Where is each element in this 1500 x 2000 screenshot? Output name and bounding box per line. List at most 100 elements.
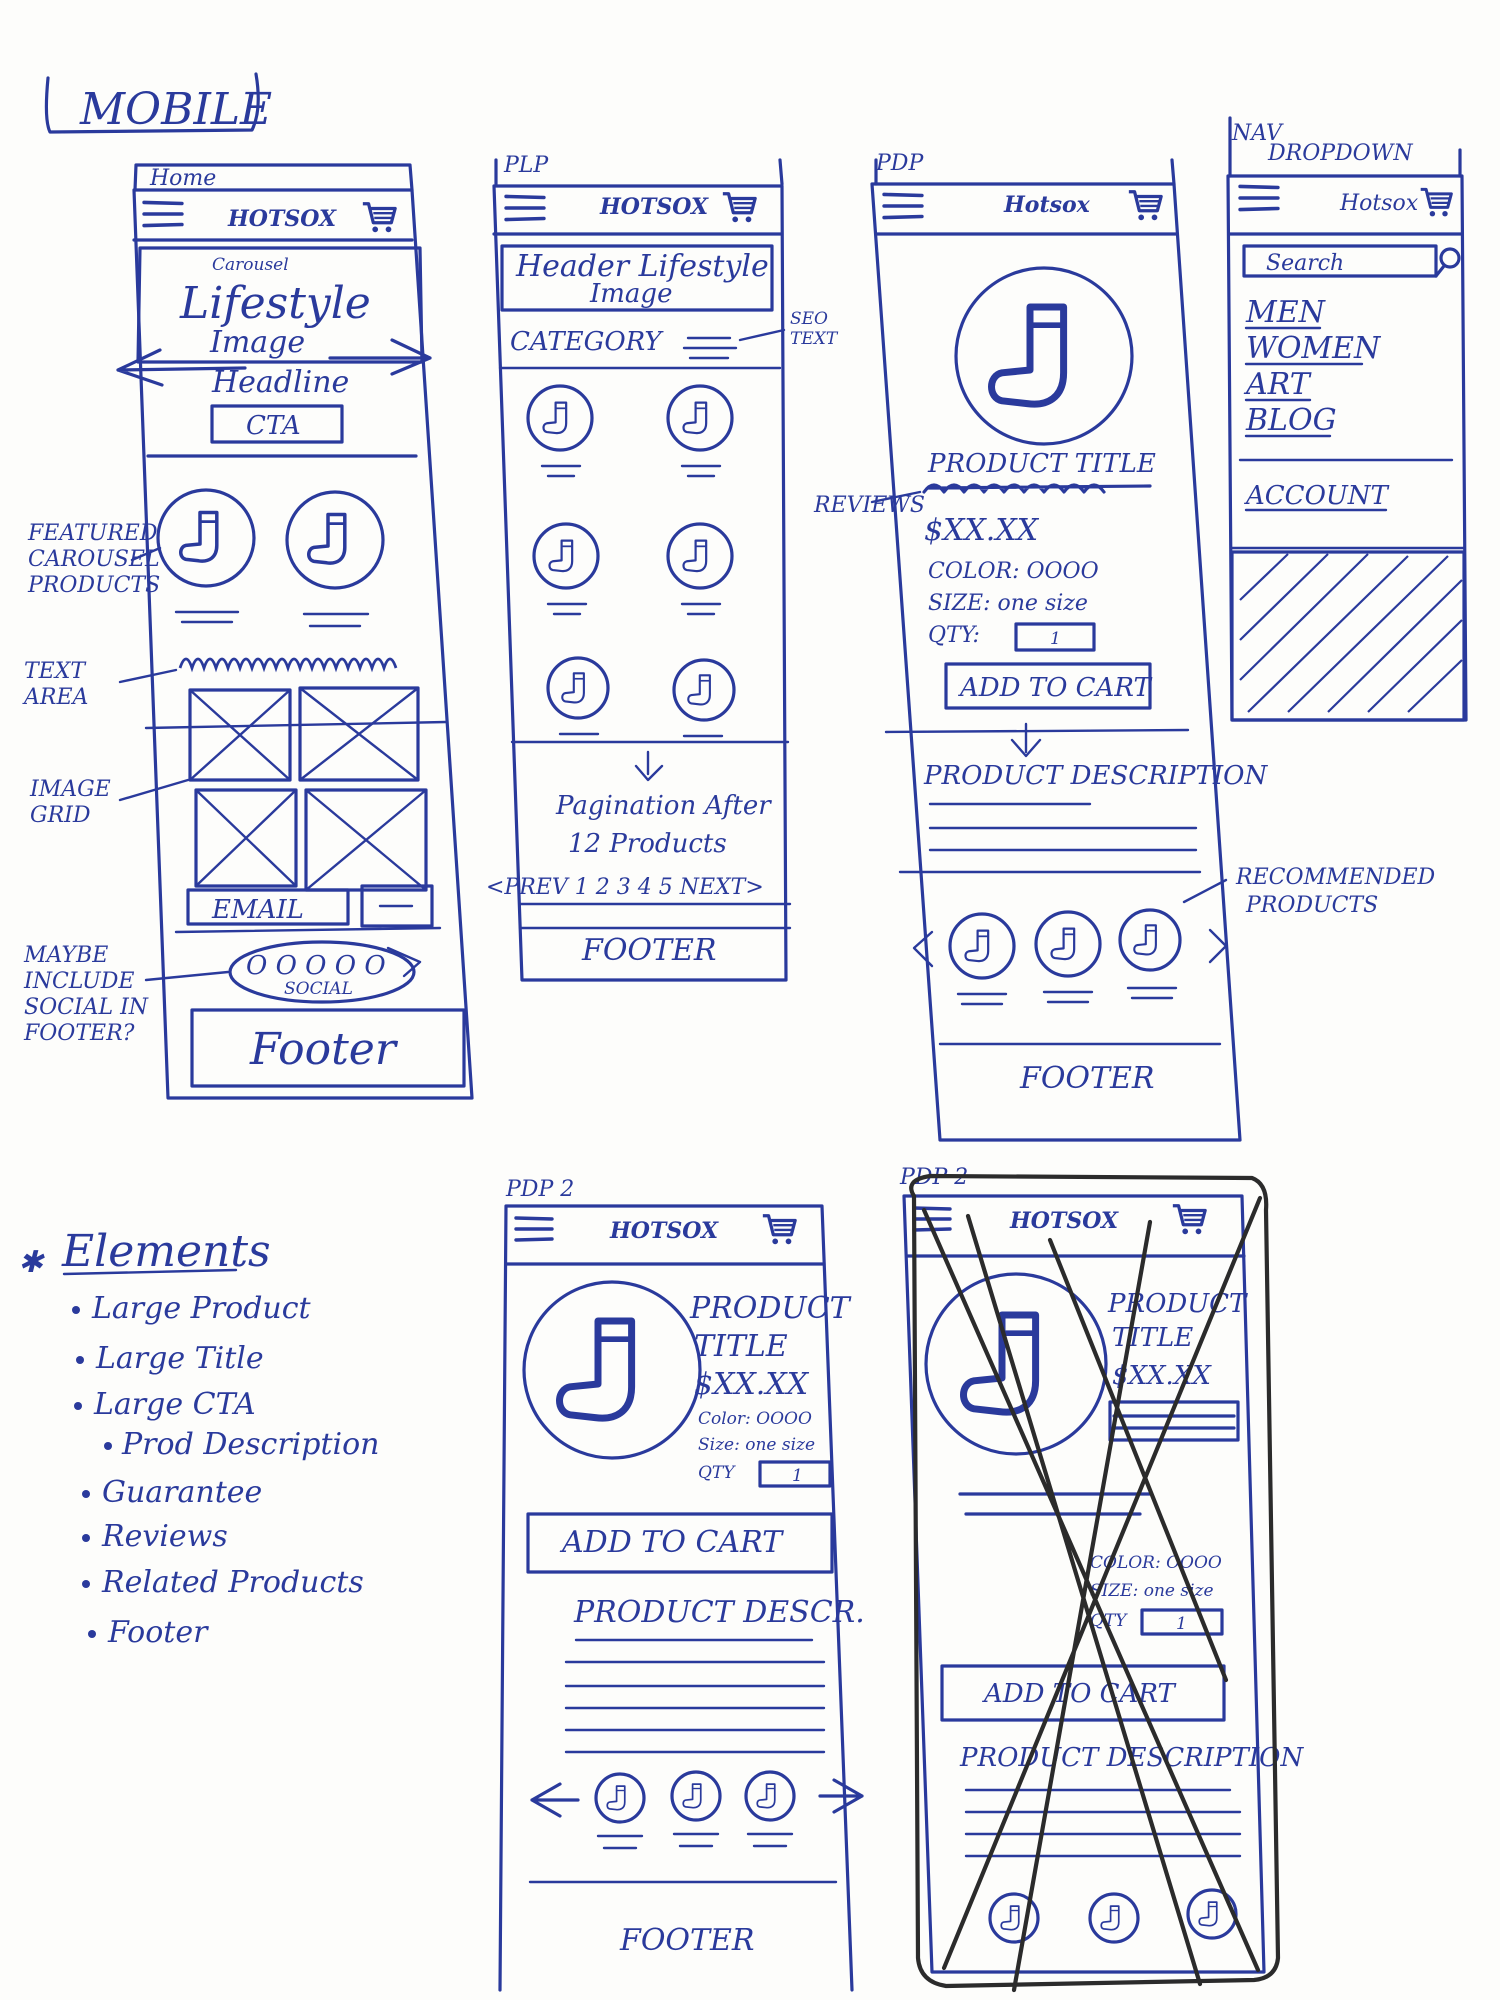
pdp2-product-title-1: PRODUCT	[689, 1291, 852, 1326]
pdp2-price: $XX.XX	[694, 1367, 810, 1402]
nav-brand: Hotsox	[1339, 191, 1419, 216]
featured-product-1	[156, 488, 256, 588]
mobile-label-bracket	[44, 72, 260, 134]
nav-item-account: ACCOUNT	[1244, 481, 1390, 511]
social-icons: O O O O O	[246, 951, 386, 981]
pdp2-rejected-frame	[902, 1194, 1266, 1974]
cart-icon	[361, 202, 397, 234]
element-item-5: Guarantee	[102, 1475, 262, 1510]
down-arrow-icon	[634, 750, 664, 782]
social-note-4: FOOTER?	[23, 1021, 135, 1046]
seo-note-1: SEO	[790, 309, 828, 329]
pdp2-rejected-qty-label: QTY	[1090, 1611, 1128, 1631]
sock-icon	[1133, 924, 1157, 956]
nav-item-art: ART	[1243, 367, 1312, 402]
home-divider-3	[174, 926, 442, 934]
email-label: EMAIL	[211, 895, 304, 925]
search-icon	[1439, 247, 1461, 269]
pdp-size: SIZE: one size	[928, 591, 1088, 616]
prev-arrow-icon	[912, 930, 934, 968]
featured-note-1: FEATURED	[27, 521, 158, 546]
sock-icon	[964, 929, 990, 963]
plp-header-image-line1: Header Lifestyle	[515, 249, 769, 284]
reviews-pointer	[870, 490, 922, 504]
text-area-pointer	[118, 668, 178, 684]
lifestyle-image-line1: Lifestyle	[179, 278, 371, 329]
plp-product-grid	[526, 384, 736, 738]
pdp2-rejected-add-to-cart	[940, 1664, 1226, 1722]
pdp2-add-to-cart-label: ADD TO CART	[559, 1525, 784, 1560]
home-label: Home	[149, 166, 216, 191]
element-item-2: Large Title	[95, 1341, 264, 1376]
carousel-right-arrow-icon	[328, 338, 432, 376]
pdp-footer: FOOTER	[1019, 1061, 1155, 1096]
crossout-frame	[909, 1173, 1281, 1989]
home-frame	[132, 188, 474, 1100]
element-item-1: Large Product	[91, 1291, 312, 1326]
pdp2-rejected-price: $XX.XX	[1112, 1361, 1212, 1391]
recommended-note-2: PRODUCTS	[1245, 893, 1378, 918]
next-arrow-icon	[1208, 928, 1228, 964]
pdp2-rejected-badge	[1108, 1400, 1240, 1442]
plp-header-image	[500, 244, 774, 312]
pdp2-product-image	[522, 1280, 702, 1460]
pdp-product-description: PRODUCT DESCRIPTION	[923, 761, 1268, 791]
cart-icon	[1127, 190, 1163, 222]
plp-top-tab	[494, 158, 784, 186]
elements-bullets	[72, 1306, 112, 1638]
seo-text-lines	[682, 336, 738, 360]
pdp2-description-lines	[564, 1638, 826, 1754]
pdp2-product-description: PRODUCT DESCR.	[573, 1595, 865, 1630]
pdp-description-lines	[928, 802, 1198, 852]
pdp2-size: Size: one size	[698, 1435, 815, 1455]
sock-icon	[756, 1783, 776, 1809]
pdp2-rejected-add-to-cart-label: ADD TO CART	[982, 1679, 1176, 1709]
grid-image-1	[188, 688, 292, 782]
recommended-note-1: RECOMMENDED	[1235, 865, 1436, 890]
search-placeholder: Search	[1266, 251, 1344, 276]
reviews-note: REVIEWS	[813, 493, 925, 518]
menu-icon	[514, 1216, 554, 1242]
social-label: SOCIAL	[284, 979, 353, 999]
social-note-2: INCLUDE	[23, 969, 134, 994]
featured-pointer	[130, 546, 162, 562]
pagination: <PREV 1 2 3 4 5 NEXT>	[486, 875, 764, 900]
pdp2-rejected-title-1: PRODUCT	[1107, 1289, 1248, 1319]
home-footer-box	[190, 1008, 466, 1088]
pdp2-product-title-2: TITLE	[694, 1329, 788, 1364]
nav-top-tab	[1228, 116, 1462, 178]
pdp-frame	[870, 182, 1242, 1142]
image-grid-note-2: GRID	[30, 803, 91, 828]
pdp2-screen: PDP 2 HOTSOX PRODUCT TITLE $XX.XX Color:…	[498, 1177, 865, 1992]
pdp-product-title: PRODUCT TITLE	[927, 449, 1156, 479]
plp-category: CATEGORY	[510, 327, 664, 357]
home-top-tab	[133, 163, 414, 192]
pdp-qty-input	[1014, 622, 1096, 652]
plp-header-image-line2: Image	[589, 279, 672, 309]
seo-pointer	[738, 328, 786, 342]
home-screen: Home HOTSOX Carousel Lifestyle Image Hea…	[116, 163, 474, 1100]
nav-overlay	[1230, 550, 1466, 722]
rejected-related-2	[1088, 1892, 1140, 1944]
home-footer: Footer	[249, 1024, 399, 1075]
sock-icon	[560, 1321, 632, 1418]
recommended-product-2	[1034, 910, 1102, 978]
social-note-3: SOCIAL IN	[24, 995, 149, 1020]
pdp-brand: Hotsox	[1003, 192, 1091, 218]
pdp2-qty-value: 1	[792, 1466, 803, 1486]
menu-icon	[142, 200, 184, 228]
pdp-screen: PDP Hotsox PRODUCT TITLE REVIEWS $XX.XX …	[813, 151, 1436, 1142]
pdp2-rejected-color: COLOR: OOOO	[1090, 1553, 1222, 1573]
element-item-7: Related Products	[101, 1565, 364, 1600]
home-annotations: FEATURED CAROUSEL PRODUCTS TEXT AREA IMA…	[22, 521, 230, 1046]
plp-footer-rules	[518, 902, 792, 930]
menu-icon	[504, 194, 546, 222]
pdp2-rejected-description-lines	[964, 1788, 1242, 1858]
cta-label: CTA	[246, 411, 301, 441]
home-brand: HOTSOX	[227, 206, 337, 232]
rejected-related-3	[1186, 1888, 1238, 1940]
text-area-scribble	[178, 657, 398, 673]
featured-note-2: CAROUSEL	[28, 547, 160, 572]
plp-product-3	[532, 522, 600, 590]
